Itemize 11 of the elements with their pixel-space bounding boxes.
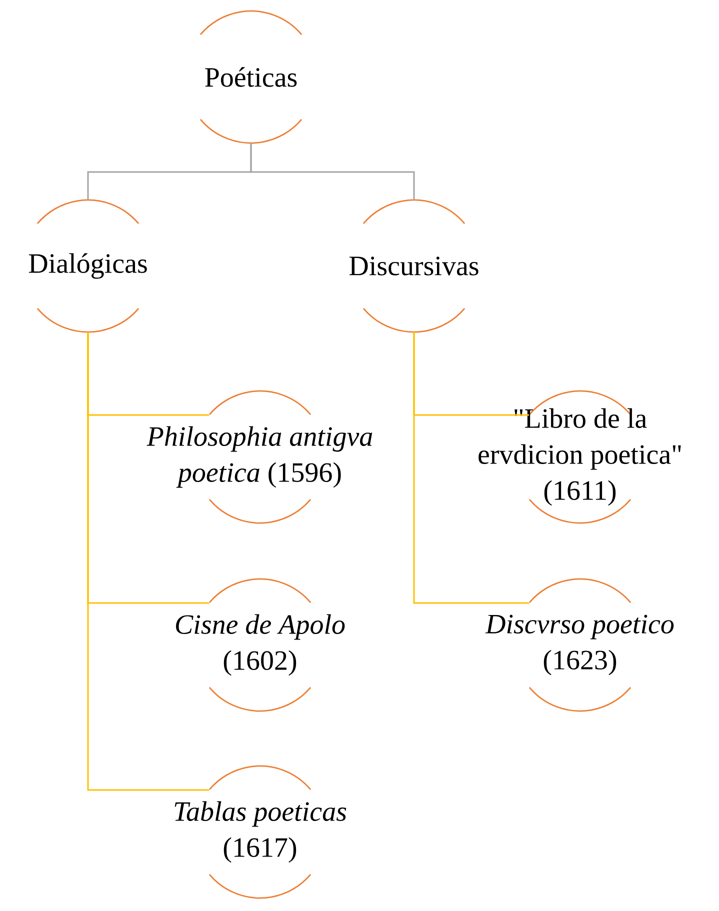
arc-circle-node: Cisne de Apolo (1602) [176, 578, 345, 712]
arc-circle-node: Philosophia antigva poetica (1596) [146, 390, 372, 524]
arc-circle-node: Tablas poeticas (1617) [174, 765, 346, 899]
arc-circle-node: Poéticas [200, 10, 302, 144]
arc-circle-node: "Libro de la ervdicion poetica" (1611) [478, 390, 681, 524]
connector-line [413, 332, 529, 604]
arc-circle-node: Dialógicas [28, 199, 147, 333]
arc-circle-node: Discursivas [349, 199, 478, 333]
arc-circle-node: Discvrso poetico (1623) [485, 578, 674, 712]
connector-line [87, 332, 209, 791]
connector-line [250, 143, 415, 200]
